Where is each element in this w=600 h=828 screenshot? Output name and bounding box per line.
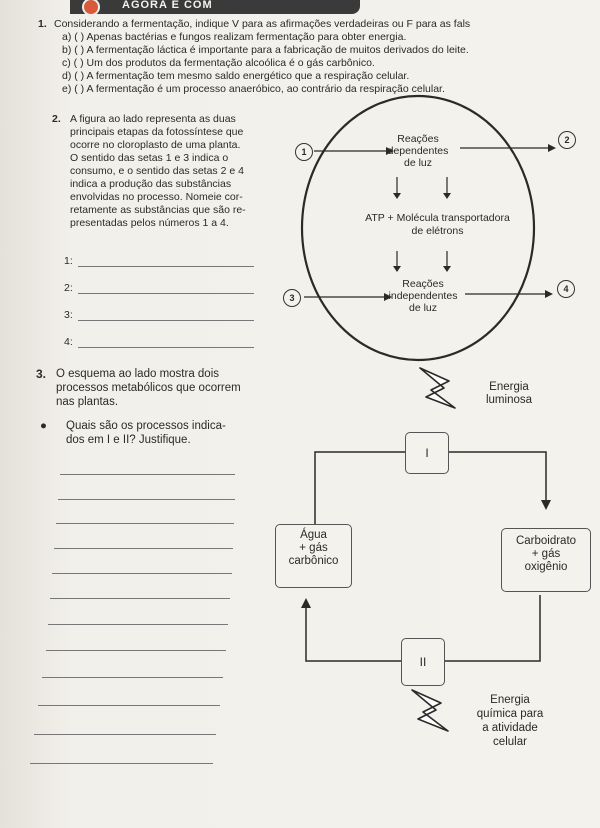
diagram-number-1: 1 [295, 143, 313, 161]
products-line-2: + gás [531, 548, 561, 560]
arrow-4-head [545, 290, 553, 298]
q2-answer-line-2[interactable] [78, 293, 254, 294]
lightning-bottom-icon [411, 689, 449, 732]
q2-line-1: A figura ao lado representa as duas [70, 113, 236, 125]
q3-answer-line-12[interactable] [30, 763, 213, 764]
arrow-path-II-right [444, 595, 541, 662]
middle-line-2: de elétrons [411, 225, 464, 237]
middle-line-1: ATP + Molécula transportadora [365, 212, 510, 224]
arrow-down-2-head [443, 193, 451, 199]
energy-top-line-2: luminosa [485, 394, 533, 406]
top-reaction-line-3: de luz [403, 157, 433, 169]
q1-number: 1. [38, 18, 47, 30]
reactants-line-1: Água [300, 529, 327, 541]
products-line-1: Carboidrato [515, 535, 577, 547]
energy-top-line-1: Energia [489, 381, 529, 393]
q2-answer-label-4: 4: [64, 336, 73, 348]
q2-line-9: presentadas pelos números 1 a 4. [70, 217, 229, 229]
q2-number: 2. [52, 113, 61, 125]
q2-line-4: O sentido das setas 1 e 3 indica o [70, 152, 229, 164]
q1-item-c: c) ( ) Um dos produtos da fermentação al… [62, 57, 375, 69]
section-header-label: AGORA É COM [122, 0, 213, 11]
arrow-2-head [548, 144, 556, 152]
q2-answer-line-1[interactable] [78, 266, 254, 267]
arrow-down-4-head [443, 266, 451, 272]
q3-answer-line-9[interactable] [42, 677, 223, 678]
q1-item-e: e) ( ) A fermentação é um processo anaer… [62, 83, 445, 95]
process-I-label: I [425, 446, 429, 460]
q2-line-7: envolvidas no processo. Nomeie cor- [70, 191, 243, 203]
diagram-number-4: 4 [557, 280, 575, 298]
top-reaction-line-1: Reações [397, 133, 439, 145]
q3-bullet-icon: ● [40, 420, 47, 432]
lightning-top-icon [419, 367, 456, 409]
q3-answer-line-7[interactable] [48, 624, 228, 625]
q1-item-b: b) ( ) A fermentação láctica é important… [62, 44, 469, 56]
q2-line-2: principais etapas da fotossíntese que [70, 126, 244, 138]
q3-line-3: nas plantas. [56, 396, 119, 408]
diagram-number-2: 2 [558, 131, 576, 149]
bottom-reaction-line-1: Reações [402, 278, 444, 290]
arrow-3-head [384, 293, 392, 301]
q3-answer-line-4[interactable] [54, 548, 233, 549]
q1-item-d: d) ( ) A fermentação tem mesmo saldo ene… [62, 70, 410, 82]
q2-line-6: indica a produção das substâncias [70, 178, 232, 190]
energy-bottom-line-1: Energia [490, 694, 530, 706]
arrow-down-1-head [393, 193, 401, 199]
q3-bullet-line-1: Quais são os processos indica- [66, 420, 226, 432]
q2-answer-label-1: 1: [64, 255, 73, 267]
diagram-number-3: 3 [283, 289, 301, 307]
process-II-box: II [401, 638, 445, 686]
q2-answer-line-4[interactable] [78, 347, 254, 348]
products-line-3: oxigênio [524, 561, 568, 573]
q3-answer-line-8[interactable] [46, 650, 226, 651]
arrow-path-I-left [314, 451, 405, 526]
q3-answer-line-11[interactable] [34, 734, 216, 735]
q1-prompt: Considerando a fermentação, indique V pa… [54, 18, 471, 30]
chloroplast-outline [300, 94, 536, 362]
section-header: AGORA É COM [70, 0, 360, 16]
energy-bottom-line-4: celular [493, 736, 527, 748]
reactants-box: Água + gás carbônico [275, 524, 352, 588]
reactants-line-2: + gás [299, 542, 328, 554]
section-icon [82, 0, 100, 16]
products-box: Carboidrato + gás oxigênio [501, 528, 591, 592]
q2-answer-label-2: 2: [64, 282, 73, 294]
q3-line-2: processos metabólicos que ocorrem [56, 382, 241, 394]
bottom-reaction-line-2: independentes [388, 290, 458, 302]
top-reaction-line-2: dependentes [387, 145, 449, 157]
q3-answer-line-5[interactable] [52, 573, 232, 574]
arrow-path-I-right [449, 451, 547, 500]
q3-bullet-line-2: dos em I e II? Justifique. [66, 434, 191, 446]
reactants-line-3: carbônico [288, 555, 339, 567]
energy-bottom-line-3: a atividade [482, 722, 538, 734]
q1-item-a: a) ( ) Apenas bactérias e fungos realiza… [62, 31, 407, 43]
q2-line-8: retamente as substâncias que são re- [70, 204, 246, 216]
q3-line-1: O esquema ao lado mostra dois [56, 368, 220, 380]
q3-answer-line-10[interactable] [38, 705, 220, 706]
q3-answer-line-6[interactable] [50, 598, 230, 599]
arrow-down-3-head [393, 266, 401, 272]
q2-answer-line-3[interactable] [78, 320, 254, 321]
arrow-path-I-head [541, 500, 551, 510]
q2-answer-label-3: 3: [64, 309, 73, 321]
q2-line-3: ocorre no cloroplasto de uma planta. [70, 139, 241, 151]
energy-bottom-line-2: química para [476, 708, 544, 720]
arrow-path-II-left [305, 608, 401, 662]
q3-answer-line-2[interactable] [58, 499, 235, 500]
q3-answer-line-3[interactable] [56, 523, 234, 524]
arrow-path-II-head [301, 598, 311, 608]
arrow-1-head [386, 147, 394, 155]
q2-line-5: consumo, e o sentido das setas 2 e 4 [70, 165, 244, 177]
process-I-box: I [405, 432, 449, 474]
process-II-label: II [419, 655, 427, 669]
q3-number: 3. [36, 367, 47, 381]
q3-answer-line-1[interactable] [60, 474, 235, 475]
bottom-reaction-line-3: de luz [408, 302, 438, 314]
